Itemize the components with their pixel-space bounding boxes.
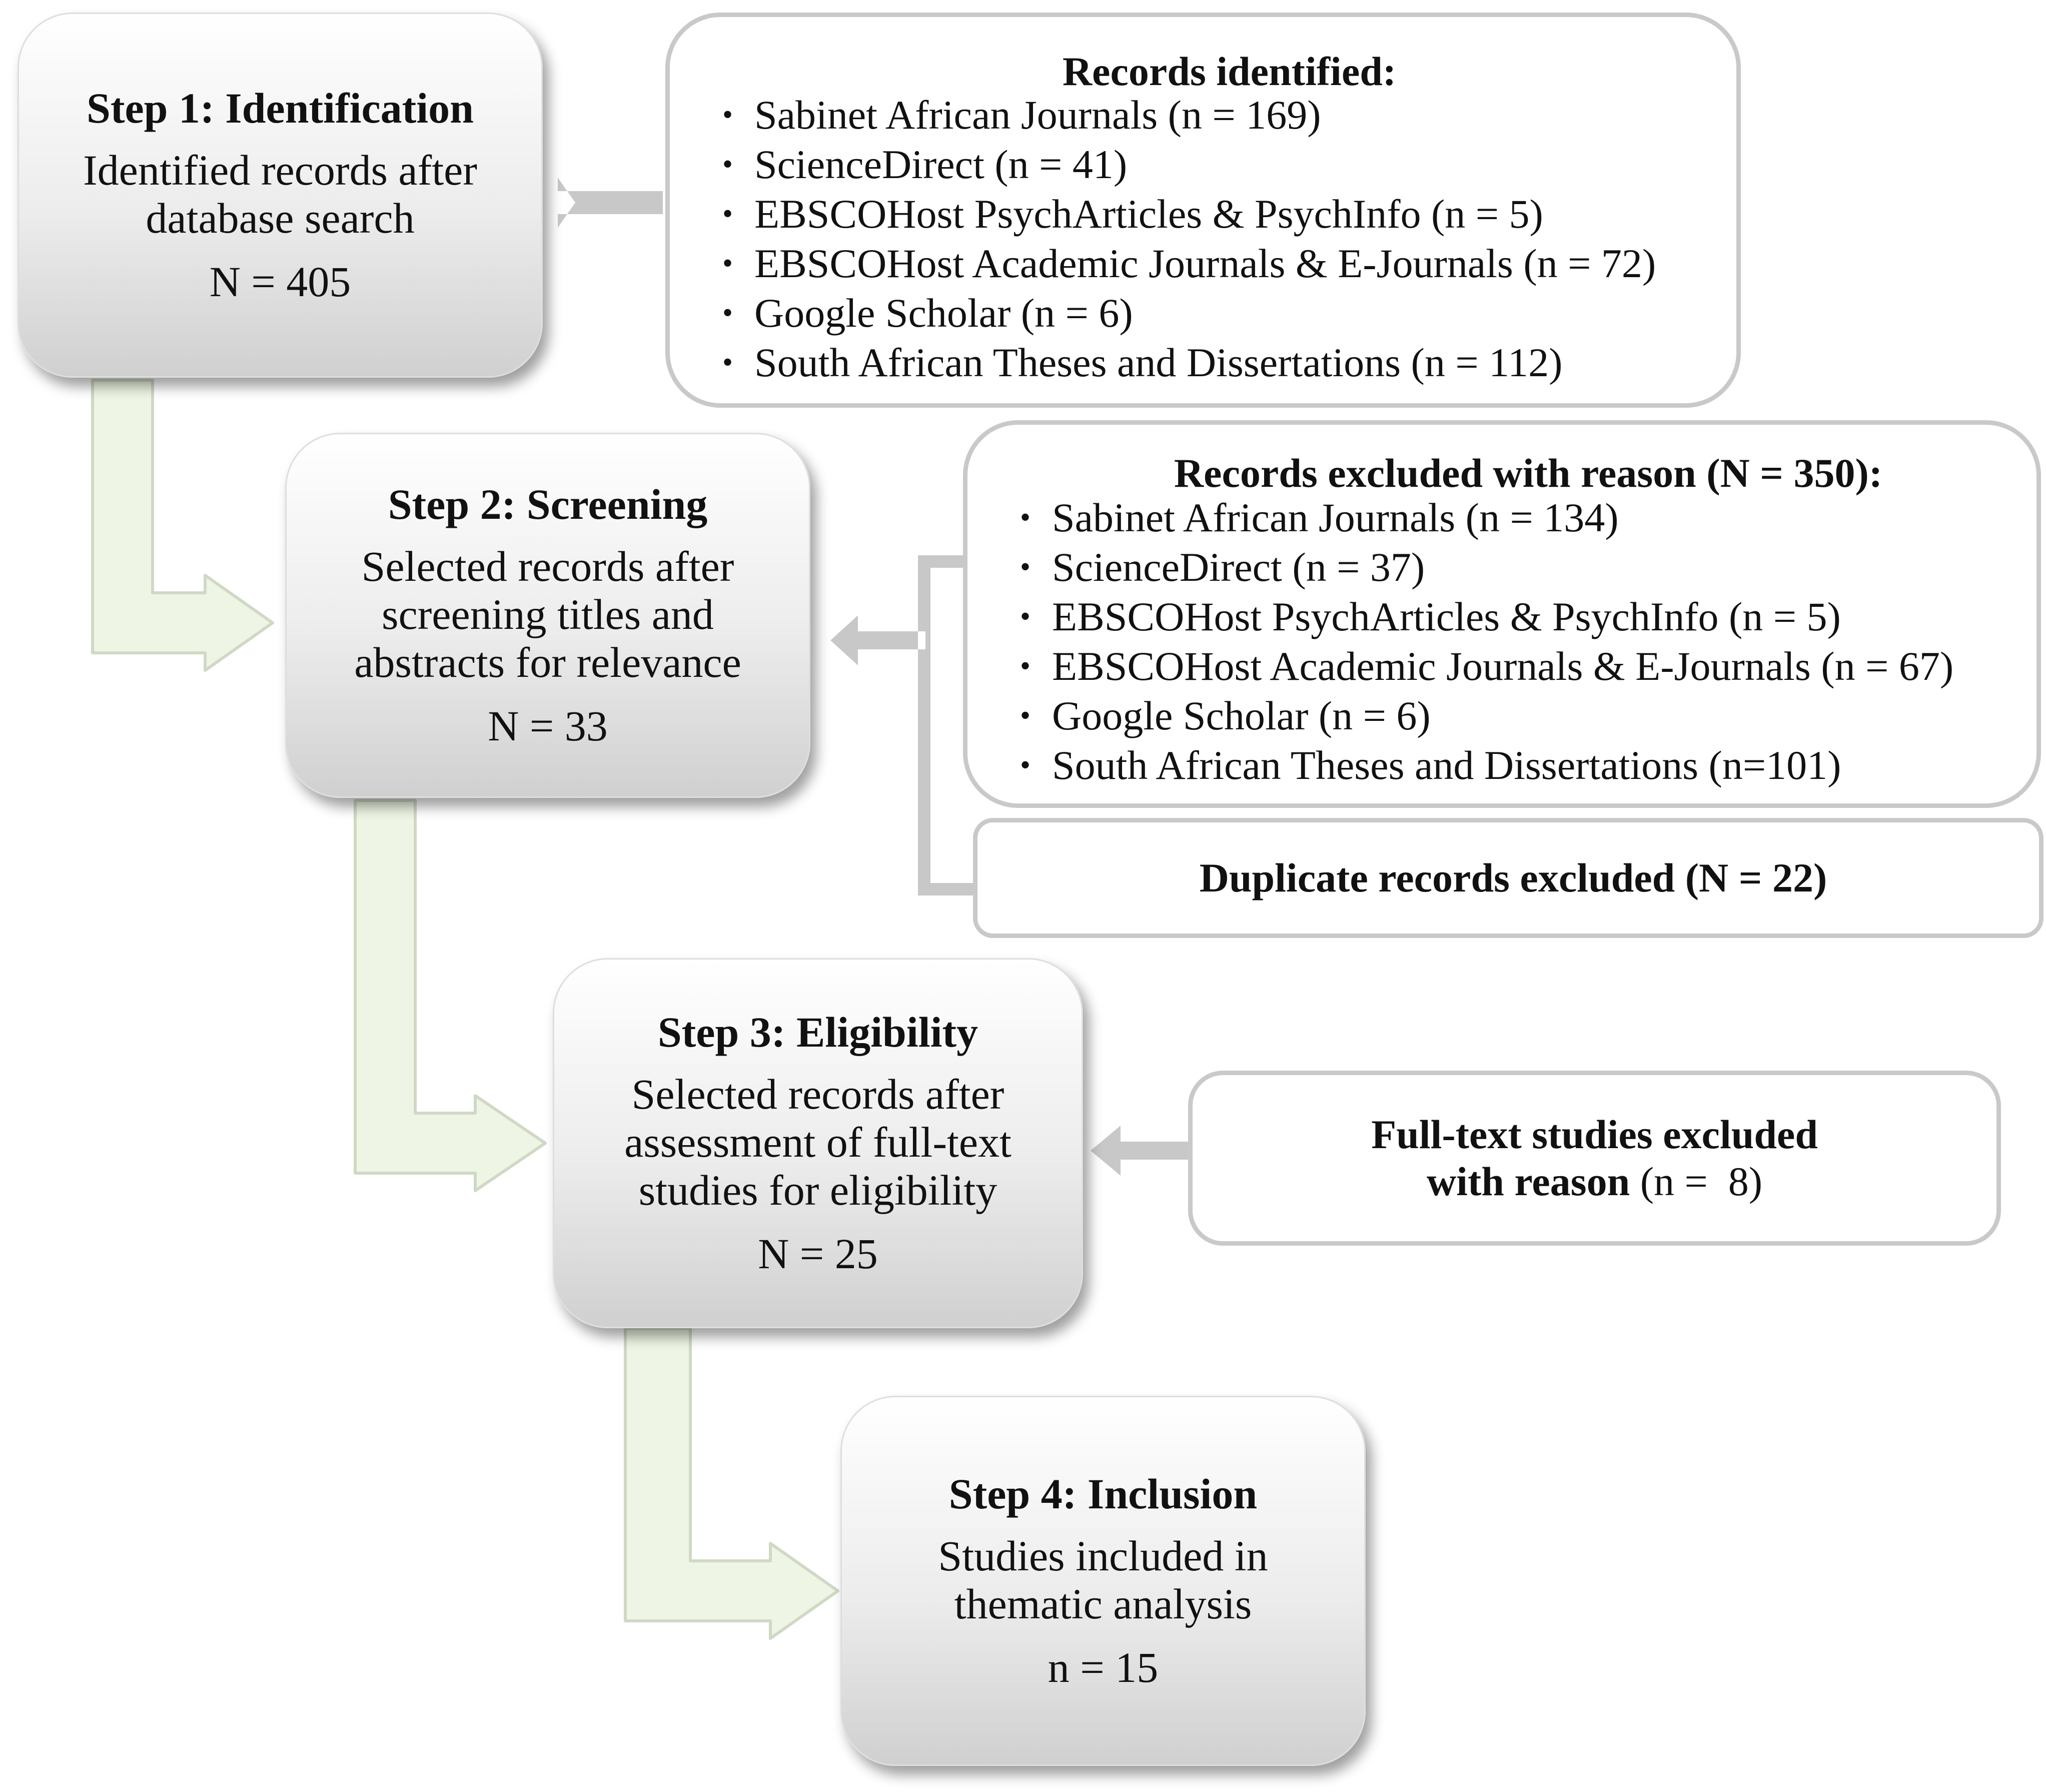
step-2-description-line: screening titles and: [382, 590, 714, 638]
fulltext-excluded-count: (n = 8): [1630, 1159, 1763, 1204]
list-item: • South African Theses and Dissertations …: [1020, 740, 2036, 790]
step-4-box: Step 4: Inclusion Studies included in th…: [840, 1396, 1366, 1766]
side-arrow-records-excluded: [830, 555, 975, 895]
list-item-text: Sabinet African Journals (n = 169): [754, 92, 1321, 138]
list-item: • EBSCOHost PsychArticles & PsychInfo (n …: [1020, 592, 2036, 641]
records-excluded-heading: Records excluded with reason (N = 350):: [1174, 450, 1883, 496]
bullet-icon: •: [1020, 600, 1031, 633]
list-item-text: EBSCOHost Academic Journals & E-Journals…: [754, 241, 1656, 287]
side-arrow-records-identified: [558, 178, 663, 228]
list-item: • Google Scholar (n = 6): [722, 288, 1736, 338]
list-item: • ScienceDirect (n = 37): [1020, 542, 2036, 592]
step-1-box: Step 1: Identification Identified record…: [18, 13, 543, 378]
list-item-text: Google Scholar (n = 6): [754, 290, 1133, 336]
list-item: • EBSCOHost PsychArticles & PsychInfo (n …: [722, 189, 1736, 239]
step-3-description-line: Selected records after: [631, 1070, 1004, 1118]
list-item: • EBSCOHost Academic Journals & E-Journal…: [722, 239, 1736, 288]
step-3-box: Step 3: Eligibility Selected records aft…: [553, 958, 1083, 1328]
step-1-description-line: Identified records after: [83, 146, 477, 194]
step-4-title: Step 4: Inclusion: [948, 1469, 1258, 1518]
step-2-box: Step 2: Screening Selected records after…: [285, 433, 810, 798]
step-2-description: Selected records after screening titles …: [354, 542, 741, 687]
step-4-description-line: thematic analysis: [954, 1580, 1252, 1628]
step-4-count: n = 15: [1048, 1643, 1159, 1692]
bullet-icon: •: [1020, 550, 1031, 584]
records-identified-box: Records identified: • Sabinet African Jou…: [665, 13, 1741, 408]
bullet-icon: •: [1020, 649, 1031, 683]
step-2-title: Step 2: Screening: [388, 480, 708, 528]
bullet-icon: •: [1020, 501, 1031, 534]
list-item: • Sabinet African Journals (n = 169): [722, 90, 1736, 140]
list-item-text: EBSCOHost Academic Journals & E-Journals…: [1052, 643, 1954, 689]
records-excluded-list: • Sabinet African Journals (n = 134) • Sci…: [1020, 493, 2036, 790]
step-2-description-line: Selected records after: [361, 542, 734, 590]
bullet-icon: •: [722, 296, 733, 330]
step-2-description-line: abstracts for relevance: [354, 638, 741, 687]
fulltext-excluded-reason: with reason: [1426, 1159, 1630, 1204]
list-item-text: EBSCOHost PsychArticles & PsychInfo (n =…: [1052, 594, 1841, 640]
bullet-icon: •: [722, 197, 733, 231]
list-item-text: South African Theses and Dissertations (…: [1052, 742, 1841, 788]
records-identified-heading: Records identified:: [1062, 49, 1397, 94]
step-1-description-line: database search: [146, 194, 415, 242]
list-item: • EBSCOHost Academic Journals & E-Journal…: [1020, 641, 2036, 691]
duplicates-box: Duplicate records excluded (N = 22): [973, 818, 2043, 938]
list-item: • South African Theses and Dissertations …: [722, 338, 1736, 387]
bullet-icon: •: [722, 98, 733, 132]
bullet-icon: •: [1020, 699, 1031, 732]
list-item-text: ScienceDirect (n = 37): [1052, 544, 1425, 590]
flow-arrow-step1-to-step2: [91, 379, 274, 672]
step-3-title: Step 3: Eligibility: [657, 1008, 978, 1056]
list-item: • ScienceDirect (n = 41): [722, 140, 1736, 189]
step-3-description: Selected records after assessment of ful…: [624, 1070, 1011, 1215]
step-3-description-line: studies for eligibility: [638, 1166, 997, 1215]
bullet-icon: •: [722, 148, 733, 181]
list-item-text: South African Theses and Dissertations (…: [754, 340, 1563, 386]
duplicates-label: Duplicate records excluded (N = 22): [1199, 854, 1827, 901]
fulltext-excluded-line-2: with reason (n = 8): [1427, 1158, 1762, 1205]
flow-arrow-step2-to-step3: [354, 799, 547, 1192]
flow-arrow-step3-to-step4: [624, 1327, 839, 1640]
fulltext-excluded-line-1: Full-text studies excluded: [1371, 1111, 1818, 1157]
list-item-text: Sabinet African Journals (n = 134): [1052, 495, 1619, 541]
step-1-title: Step 1: Identification: [87, 84, 474, 132]
list-item-text: ScienceDirect (n = 41): [754, 142, 1128, 188]
bullet-icon: •: [722, 346, 733, 379]
fulltext-excluded-box: Full-text studies excluded with reason (…: [1188, 1071, 2001, 1246]
list-item-text: EBSCOHost PsychArticles & PsychInfo (n =…: [754, 191, 1543, 237]
bullet-icon: •: [1020, 748, 1031, 782]
side-arrow-fulltext-excluded: [1091, 1126, 1193, 1176]
records-excluded-box: Records excluded with reason (N = 350): …: [963, 420, 2041, 808]
step-3-count: N = 25: [758, 1230, 878, 1278]
step-4-description-line: Studies included in: [938, 1531, 1268, 1580]
list-item-text: Google Scholar (n = 6): [1052, 693, 1431, 739]
records-identified-list: • Sabinet African Journals (n = 169) • Sci…: [722, 90, 1736, 387]
bullet-icon: •: [722, 247, 733, 280]
step-2-count: N = 33: [488, 702, 608, 750]
step-1-count: N = 405: [209, 258, 351, 306]
step-4-description: Studies included in thematic analysis: [938, 1532, 1268, 1628]
step-1-description: Identified records after database search: [83, 146, 477, 243]
list-item: • Sabinet African Journals (n = 134): [1020, 493, 2036, 542]
list-item: • Google Scholar (n = 6): [1020, 691, 2036, 740]
step-3-description-line: assessment of full-text: [624, 1118, 1011, 1166]
